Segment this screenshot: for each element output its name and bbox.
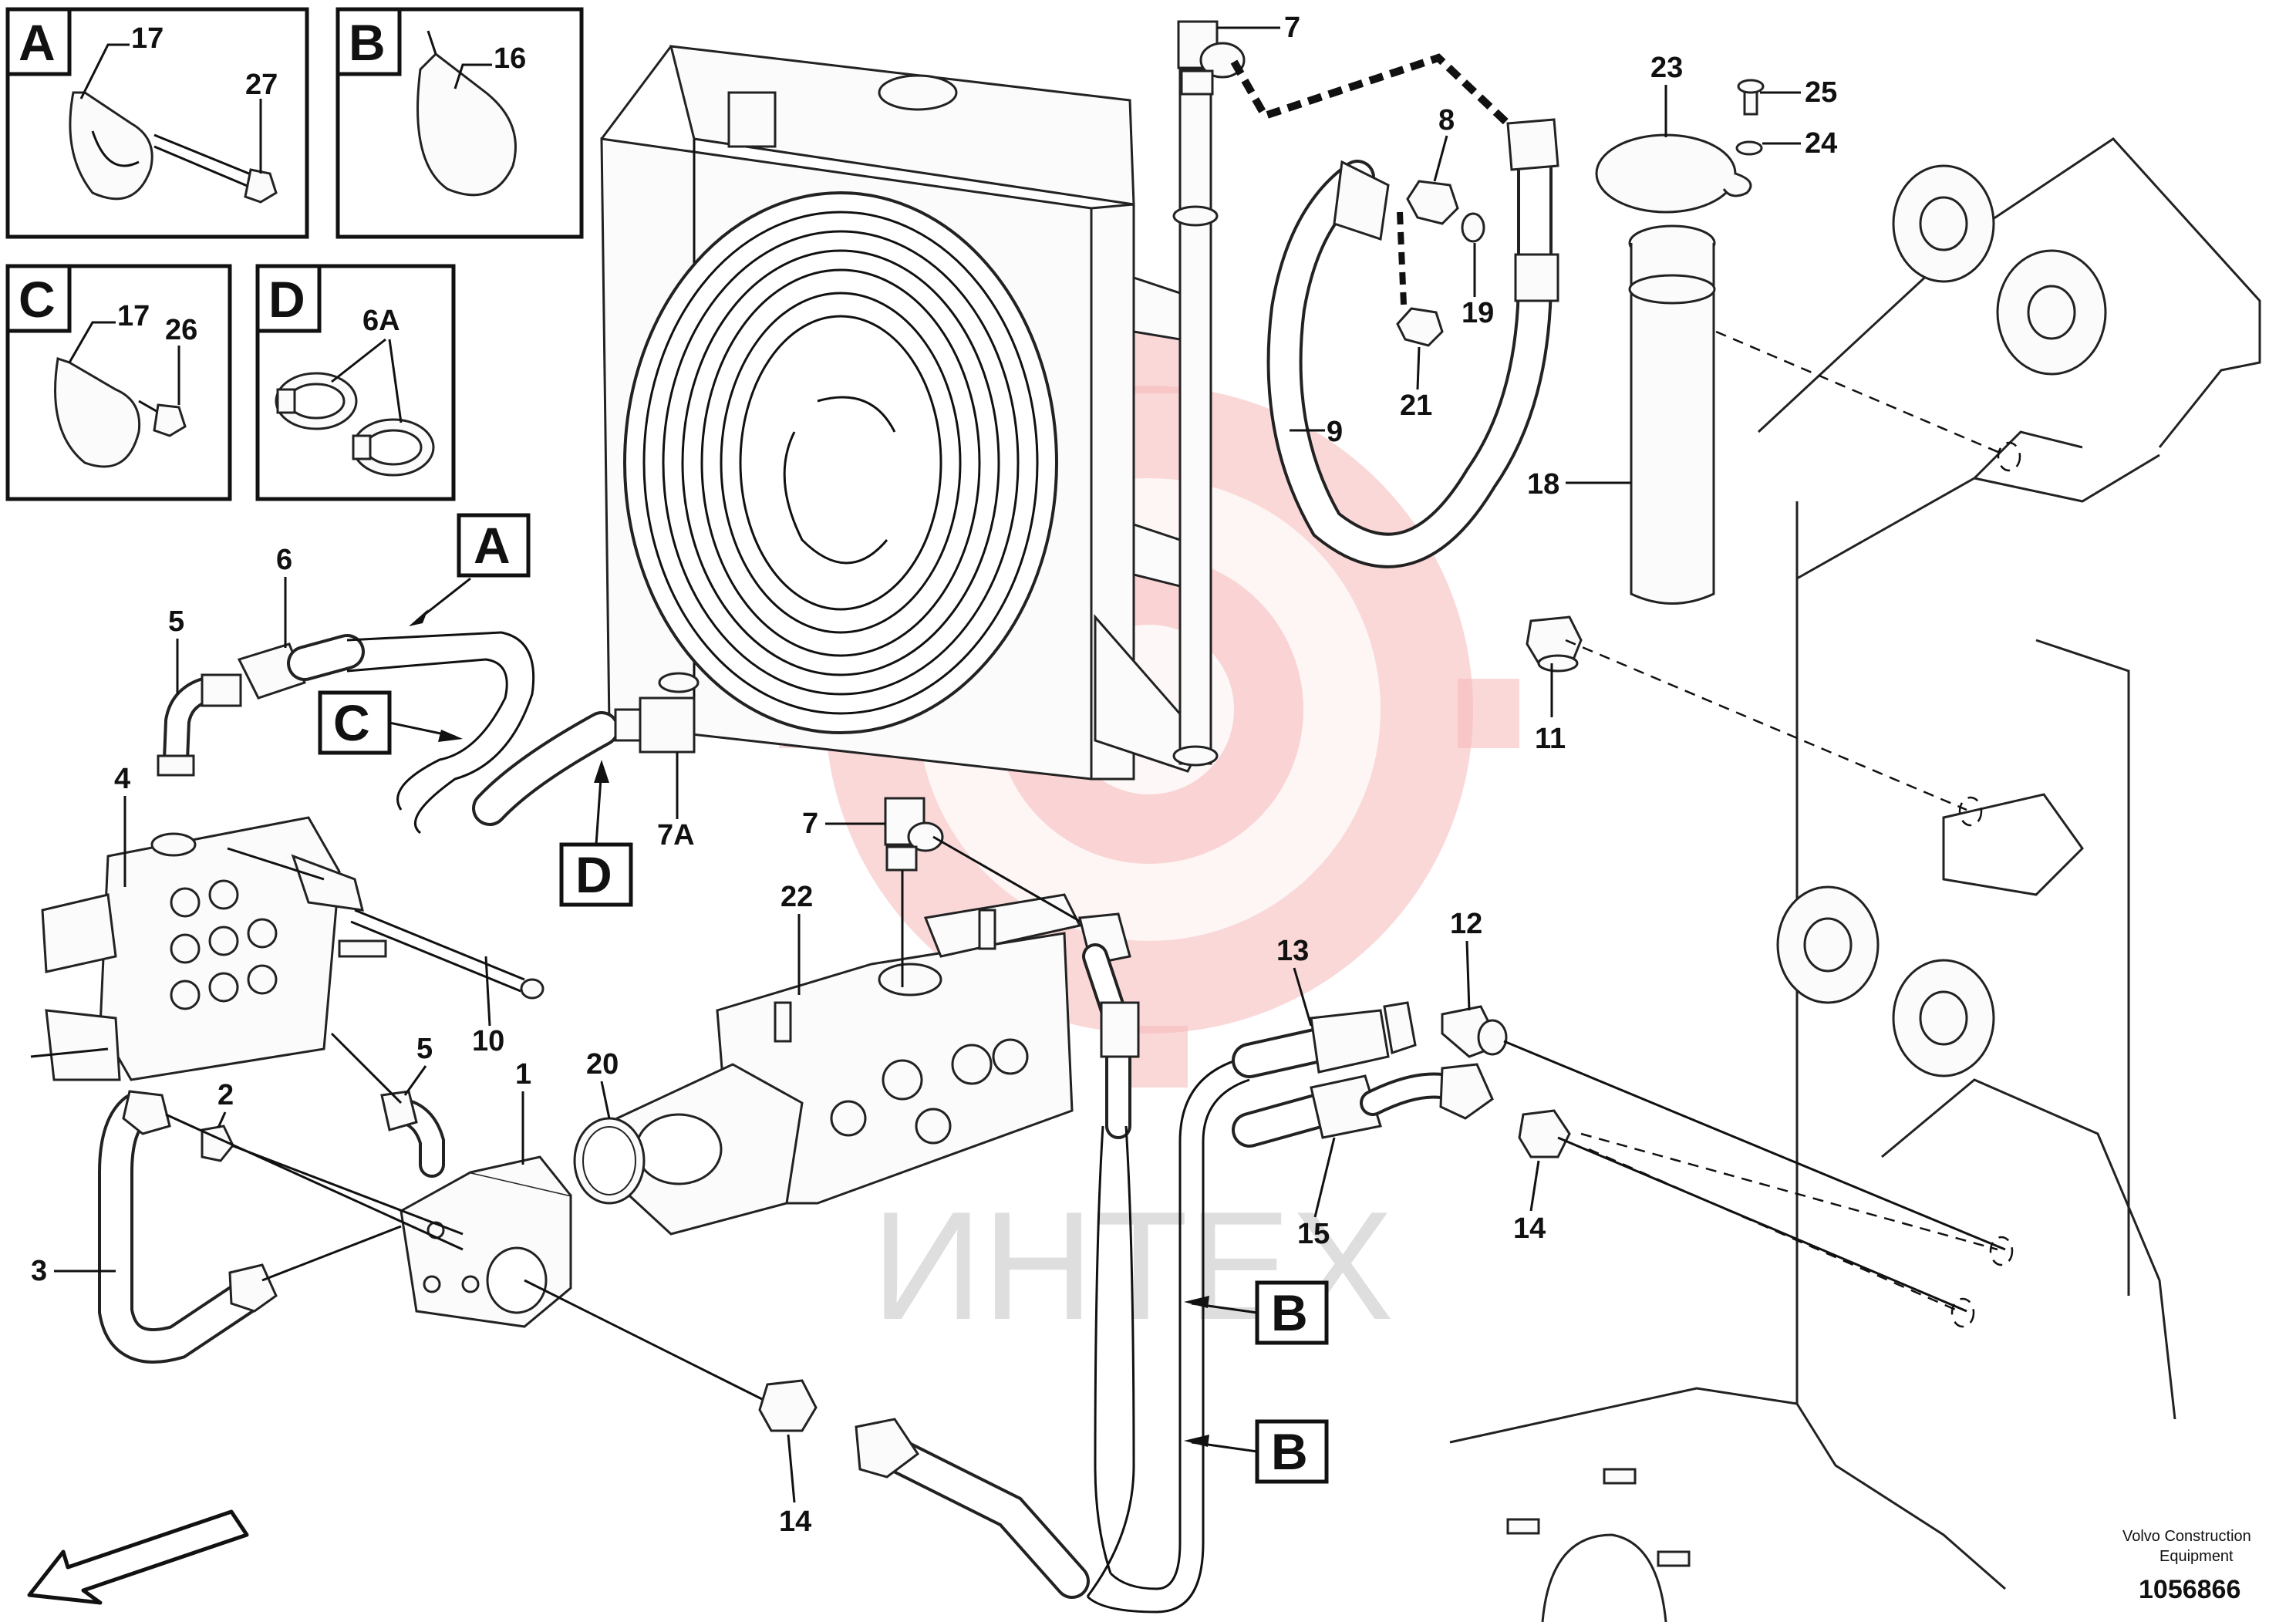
hose-b-upper — [1082, 943, 1140, 1597]
callout-c: C — [318, 690, 463, 755]
hose-13 — [1232, 1001, 1417, 1078]
control-valve-4 — [30, 816, 387, 1081]
label-part-15: 15 — [1297, 1218, 1330, 1250]
label-part-9: 9 — [1327, 416, 1343, 448]
document-number: 1056866 — [2139, 1575, 2240, 1604]
elbow-12 — [1441, 1005, 1508, 1058]
detail-box-a-letter: A — [19, 14, 56, 71]
hose-3 — [98, 1090, 278, 1364]
label-part-3: 3 — [31, 1255, 47, 1287]
detail-c-label-17: 17 — [117, 300, 150, 332]
label-part-19: 19 — [1462, 297, 1494, 329]
detail-box-b-letter: B — [349, 14, 386, 71]
label-part-12: 12 — [1450, 908, 1482, 940]
callout-b-lower-letter: B — [1271, 1423, 1308, 1480]
label-part-20: 20 — [586, 1048, 619, 1081]
hose-15 — [1232, 1063, 1494, 1148]
label-part-7-lower: 7 — [802, 808, 818, 840]
callout-a: A — [409, 513, 531, 626]
label-part-8: 8 — [1438, 104, 1455, 137]
brand-line-2: Equipment — [2159, 1548, 2234, 1565]
label-part-1: 1 — [515, 1058, 531, 1091]
label-part-10: 10 — [472, 1025, 504, 1057]
detail-a-label-27: 27 — [245, 69, 278, 101]
radiator-assembly — [600, 45, 1205, 781]
vertical-tube — [1172, 68, 1219, 767]
label-part-21: 21 — [1400, 389, 1432, 422]
label-part-13: 13 — [1276, 935, 1309, 967]
callout-c-letter: C — [333, 694, 370, 751]
fitting-7a — [614, 672, 700, 754]
callout-b-upper: B — [1184, 1280, 1329, 1345]
callout-d-letter: D — [575, 846, 612, 903]
label-part-24: 24 — [1805, 127, 1837, 160]
pump-22 — [615, 893, 1082, 1236]
machine-frame — [1449, 137, 2261, 1622]
label-part-14-lower: 14 — [779, 1506, 811, 1538]
fitting-14-right — [1518, 1109, 1571, 1158]
brand-line-1: Volvo Construction — [2122, 1528, 2251, 1545]
detail-b-label-16: 16 — [494, 42, 526, 75]
hose-c-d — [472, 711, 619, 826]
label-part-2: 2 — [217, 1079, 234, 1111]
label-part-7-top: 7 — [1284, 12, 1300, 44]
fittings-8-19-21 — [1396, 180, 1485, 347]
label-part-7a: 7A — [657, 819, 695, 851]
label-part-11: 11 — [1535, 723, 1566, 755]
label-part-6: 6 — [276, 544, 292, 576]
label-part-23: 23 — [1650, 52, 1683, 84]
label-part-5-lower: 5 — [416, 1033, 433, 1065]
detail-d-label-6a: 6A — [362, 305, 400, 337]
hose-6 — [287, 631, 535, 835]
detail-box-a: A 17 27 — [5, 7, 309, 239]
callout-b-lower: B — [1184, 1419, 1329, 1484]
fitting-7-lower — [884, 797, 944, 872]
detail-box-d-letter: D — [268, 271, 305, 328]
label-part-22: 22 — [781, 881, 813, 913]
label-part-25: 25 — [1805, 76, 1837, 109]
filter-assembly — [1595, 79, 1765, 605]
label-part-5-upper: 5 — [168, 605, 184, 638]
hose-b-lower — [855, 1055, 1250, 1614]
plug-11 — [1526, 615, 1583, 673]
fitting-7-top — [1177, 20, 1246, 96]
label-part-14-right: 14 — [1513, 1212, 1546, 1245]
detail-box-b: B 16 — [335, 7, 584, 239]
label-part-18: 18 — [1527, 468, 1559, 501]
callout-d: D — [559, 760, 633, 907]
gear-pump-1 — [400, 1155, 572, 1328]
elbow-5-lower — [380, 1090, 445, 1178]
detail-c-label-26: 26 — [165, 314, 197, 346]
elbow-5-upper — [157, 642, 306, 777]
detail-box-d: D 6A — [255, 264, 456, 501]
direction-arrow-icon — [27, 1509, 249, 1605]
callout-a-letter: A — [474, 517, 511, 574]
detail-box-c-letter: C — [19, 271, 56, 328]
hose-9 — [1266, 118, 1559, 568]
fitting-14-lower — [758, 1379, 818, 1432]
detail-box-c: C 17 26 — [5, 264, 232, 501]
label-part-4: 4 — [114, 763, 130, 795]
detail-a-label-17: 17 — [131, 22, 164, 55]
callout-b-upper-letter: B — [1271, 1284, 1308, 1341]
